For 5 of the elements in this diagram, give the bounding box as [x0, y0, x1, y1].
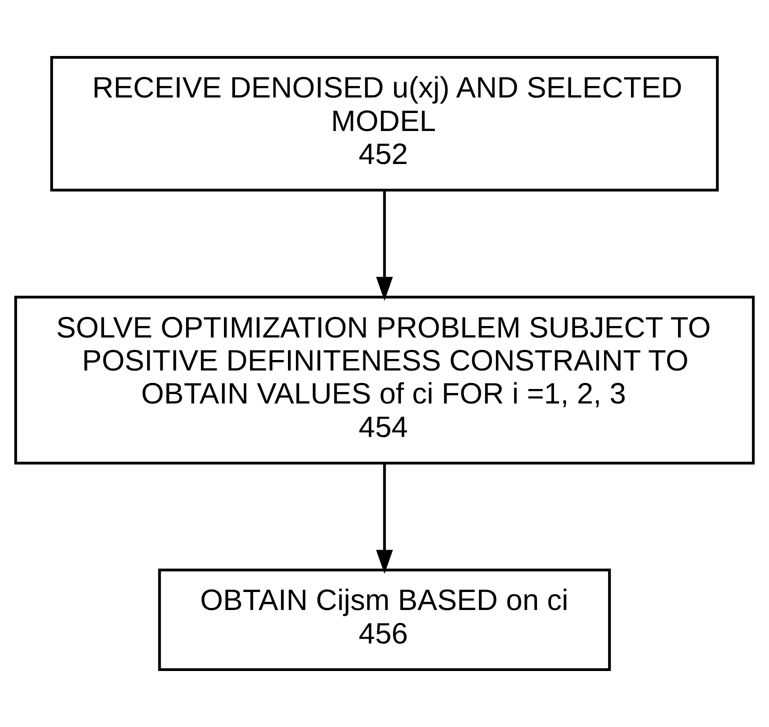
arrow — [376, 463, 393, 574]
node-box: RECEIVE DENOISED u(xj) AND SELECTED MODEL 452 — [50, 56, 719, 192]
node-box: SOLVE OPTIMIZATION PROBLEM SUBJECT TO POSITIVE DEFINITENESS CONSTRAINT TO OBTAIN VALUES of ci FOR i =1, 2, 3 454 — [14, 296, 755, 464]
arrow — [376, 190, 393, 301]
node-box: OBTAIN Cijsm BASED on ci 456 — [158, 568, 611, 671]
